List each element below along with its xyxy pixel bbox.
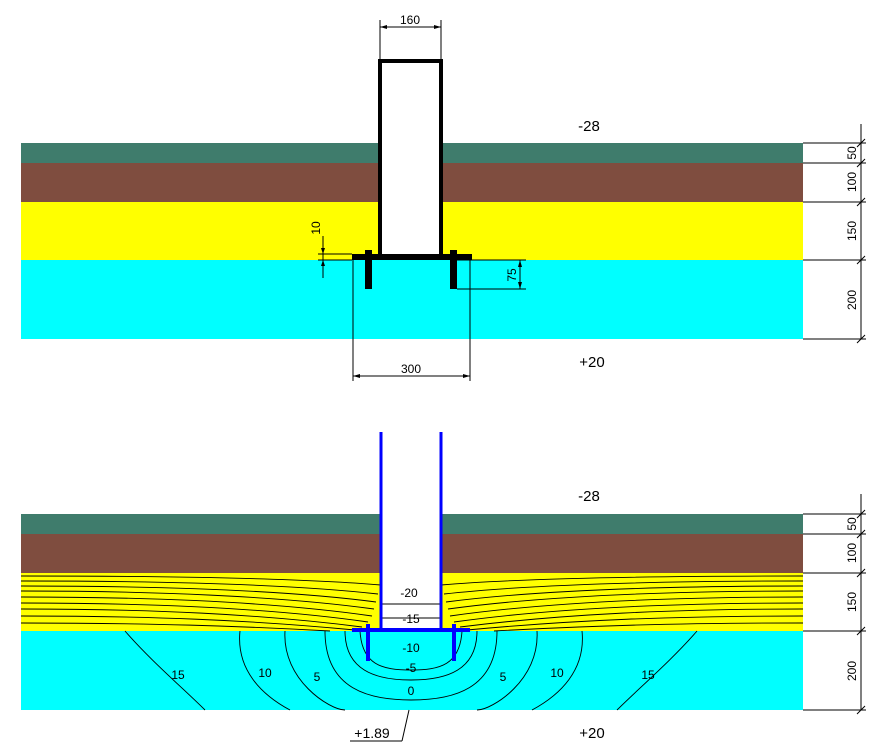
iso-label-minus10: -10: [402, 641, 420, 655]
layer-thickness-200-b: 200: [845, 661, 859, 681]
layer-thickness-150: 150: [845, 221, 859, 241]
base-plate: [352, 254, 472, 260]
top-diagram: 160 10 75 300: [21, 13, 866, 381]
temp-inside-bottom: +20: [579, 725, 604, 742]
iso-label-right-10: 10: [550, 666, 564, 680]
dim-layer-thickness-top: 50 100 150 200: [803, 124, 866, 344]
iso-label-zero: 0: [408, 684, 415, 698]
iso-label-left-10: 10: [258, 666, 272, 680]
min-temp-callout: +1.89: [350, 709, 410, 742]
temp-outside-top: -28: [578, 118, 600, 135]
dim-anchor-depth-label: 75: [505, 268, 519, 282]
dim-layer-thickness-bottom: 50 100 150 200: [803, 494, 866, 715]
iso-label-right-5: 5: [500, 670, 507, 684]
bottom-diagram: -20 -15 -10 -5 0 15 10 5 5 10 15 +1.89: [20, 432, 866, 742]
iso-label-minus15: -15: [402, 612, 420, 626]
isotherms-column: [382, 603, 440, 619]
layer-thickness-200: 200: [845, 290, 859, 310]
temp-inside-top: +20: [579, 354, 604, 371]
dim-plate-width: 300: [352, 260, 471, 381]
dim-anchor-depth: 75: [457, 259, 526, 290]
anchor-left: [365, 250, 372, 289]
anchor-right: [450, 250, 457, 289]
min-temp-label: +1.89: [354, 725, 390, 741]
iso-label-minus5: -5: [406, 661, 417, 675]
iso-label-left-5: 5: [314, 670, 321, 684]
layer-thickness-50: 50: [845, 146, 859, 160]
plate-warm-zone: [356, 631, 466, 684]
layer-thickness-100: 100: [845, 172, 859, 192]
layer-thickness-150-b: 150: [845, 592, 859, 612]
temp-outside-bottom: -28: [578, 488, 600, 505]
layer-thickness-100-b: 100: [845, 543, 859, 563]
dim-column-width: 160: [379, 13, 442, 61]
isotherms-yellow-left: [20, 575, 382, 632]
layer-thickness-50-b: 50: [845, 517, 859, 531]
column-interior: [381, 432, 441, 630]
steel-thermal: [352, 432, 470, 661]
dim-column-width-label: 160: [400, 13, 420, 27]
iso-label-left-15: 15: [171, 668, 185, 682]
dim-plate-thickness: 10: [309, 221, 352, 278]
iso-label-right-15: 15: [641, 668, 655, 682]
steel-column: [378, 59, 443, 258]
dim-plate-width-label: 300: [401, 362, 421, 376]
dim-plate-thickness-label: 10: [309, 221, 323, 235]
isotherms-yellow-right: [440, 575, 804, 632]
iso-label-minus20: -20: [400, 586, 418, 600]
layer-cyan: [21, 260, 803, 339]
